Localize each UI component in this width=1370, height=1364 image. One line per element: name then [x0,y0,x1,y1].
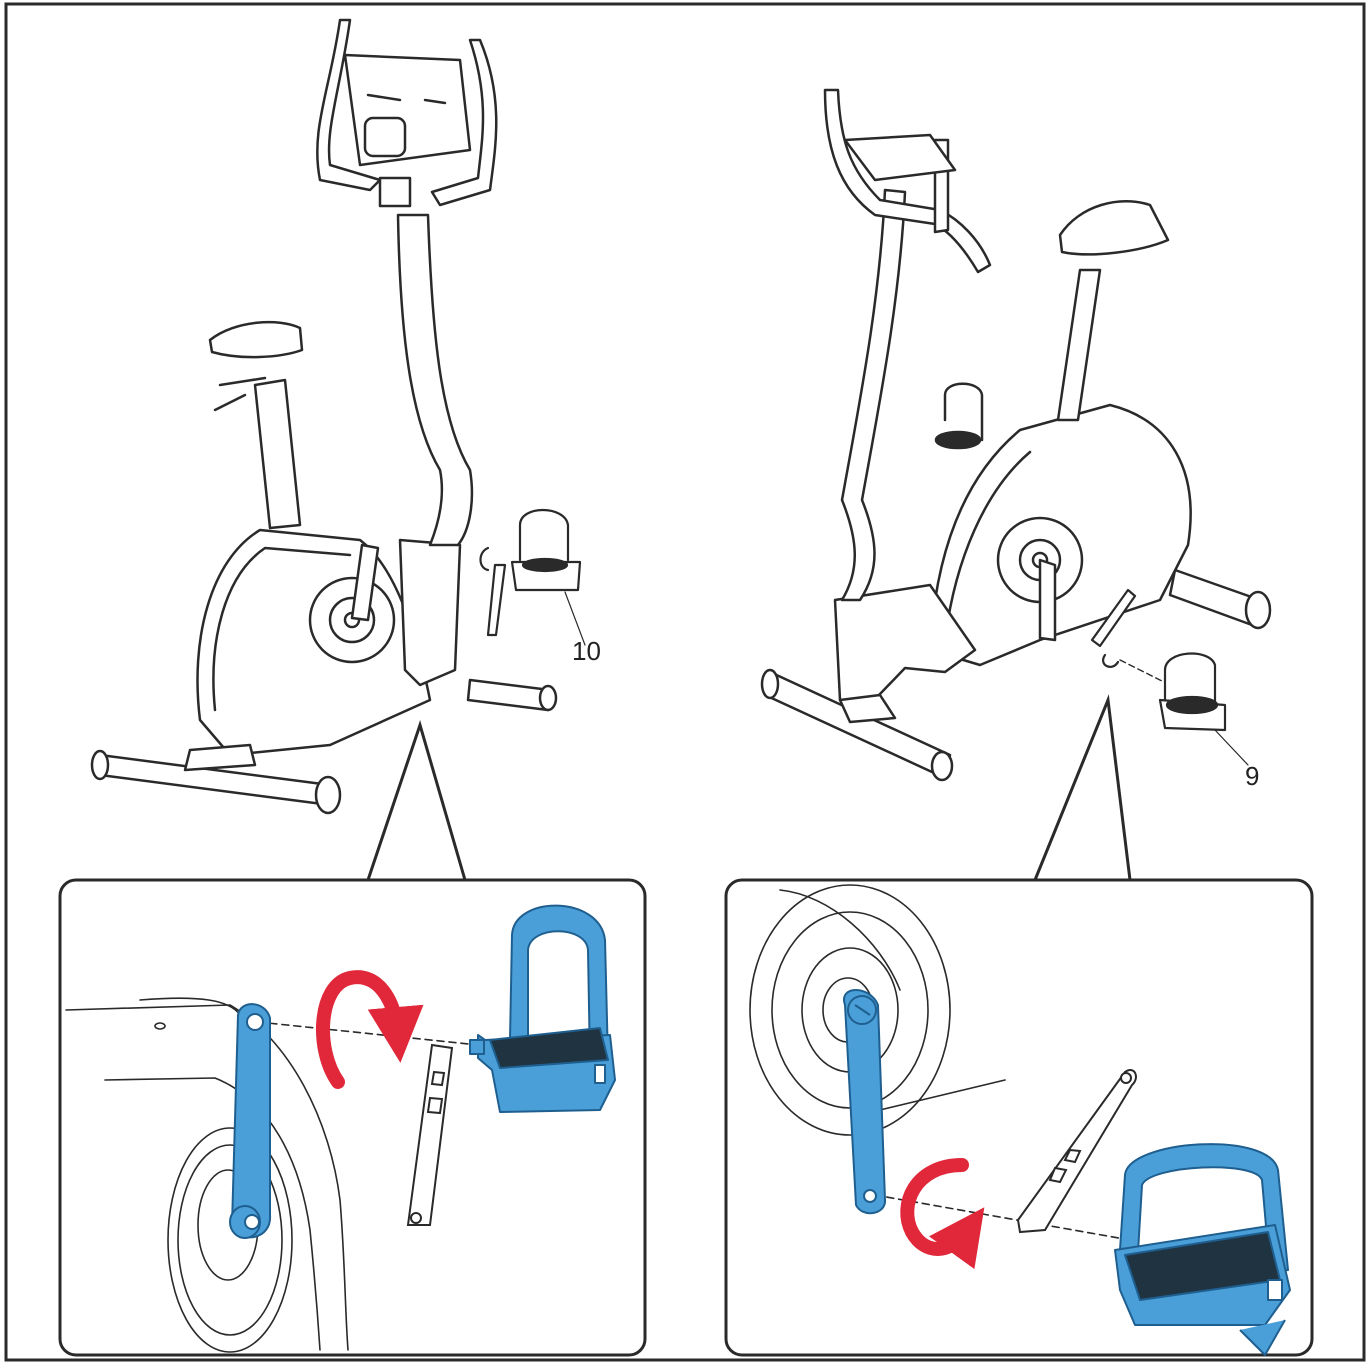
part-label-10: 10 [572,636,601,666]
callout-pointer-right [1033,694,1132,881]
washer-icon [479,546,490,572]
part-label-9: 9 [1245,761,1259,791]
callout-pointer-left [366,719,467,881]
pedal-left-detail [469,904,616,1113]
diagram-frame [4,2,1366,1362]
pedal-wrench-icon [406,1043,454,1226]
pedal-wrench-icon [1016,1069,1137,1234]
crank-arm-left [229,1003,272,1239]
exploded-parts-left [479,508,586,646]
exploded-parts-right [1090,588,1249,766]
counterclockwise-arrow-icon [316,970,424,1089]
exercise-bike-left [90,18,558,815]
clockwise-arrow-icon [900,1158,985,1270]
washer-icon [1102,653,1120,668]
pedal-left-small [518,508,570,562]
pedal-wrench-icon [1090,588,1137,648]
pedal-right-detail [1114,1143,1291,1356]
pedal-wrench-icon [486,563,507,637]
detail-panel-left [58,878,647,1357]
crank-arm-right [843,989,887,1215]
detail-panel-right [724,878,1314,1357]
pedal-right-small [1163,652,1217,707]
